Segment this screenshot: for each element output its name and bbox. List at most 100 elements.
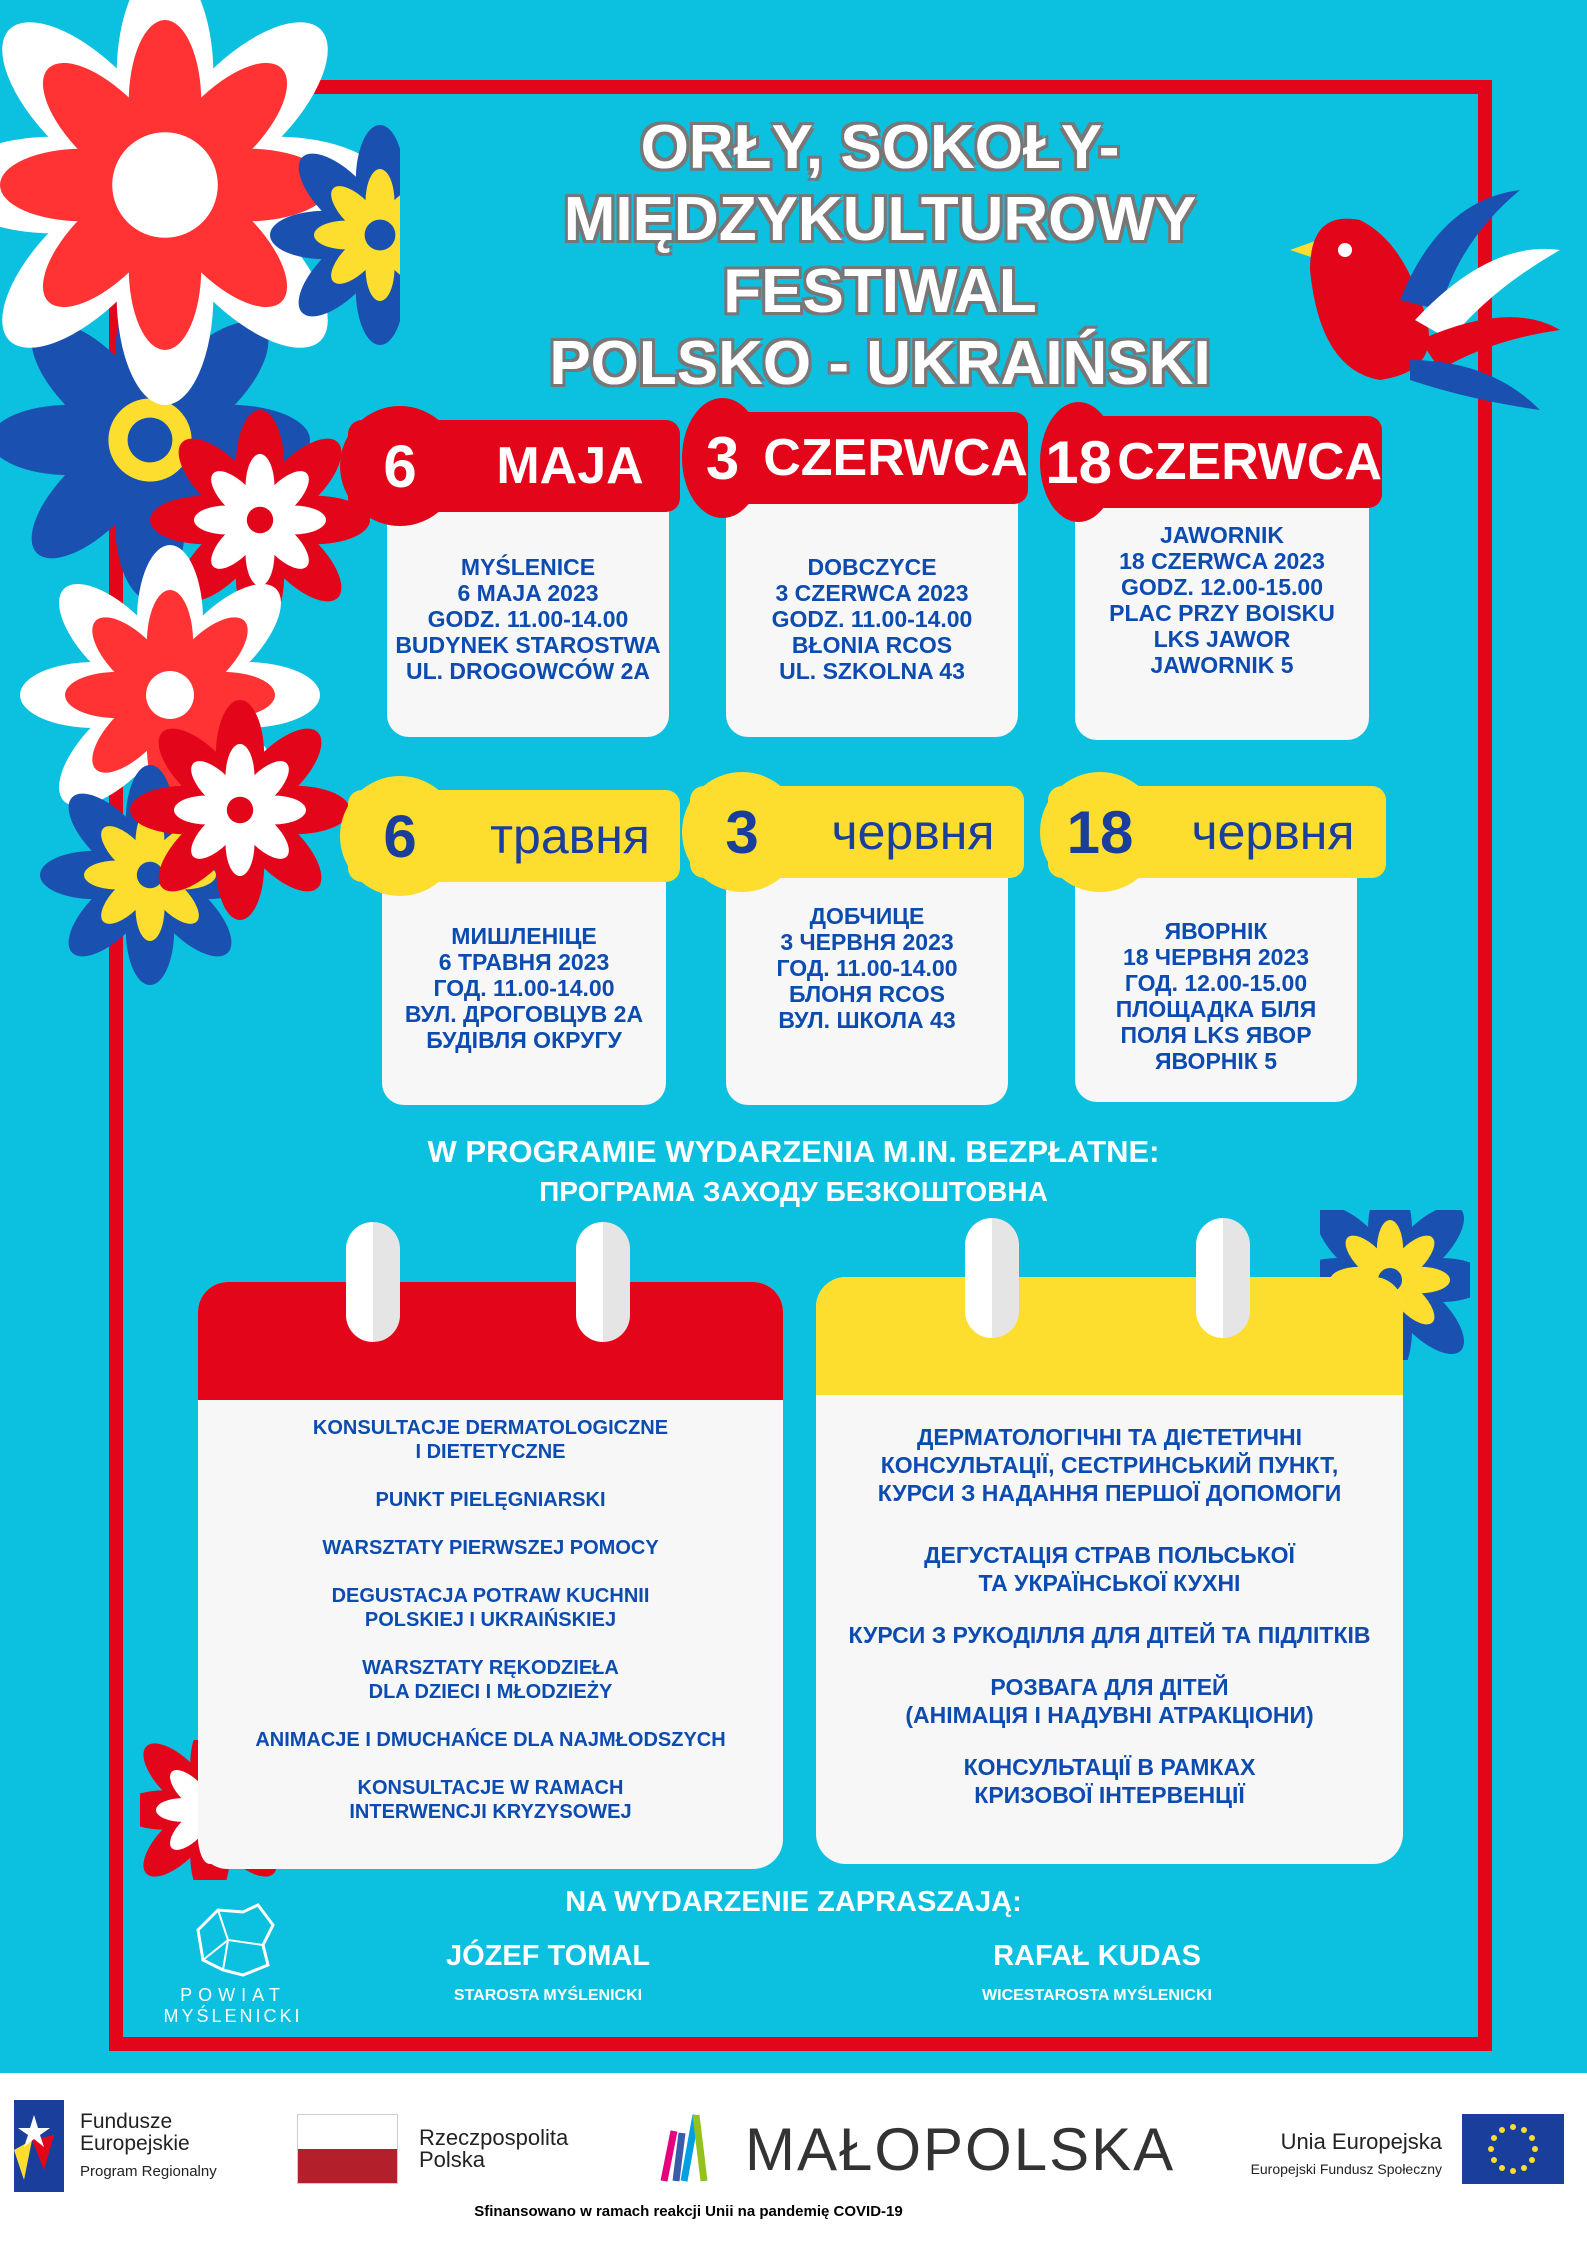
card-line: 6 ТРАВНЯ 2023 (438, 948, 610, 975)
card-line: ДОБЧИЦЕ (809, 902, 925, 929)
card-line: GODZ. 12.00-15.00 (1121, 574, 1323, 600)
program-heading-pl: W PROGRAMIE WYDARZENIA M.IN. BEZPŁATNE: (427, 1134, 1160, 1169)
text-line: Europejskie (80, 2132, 190, 2155)
text-line: КРИЗОВОЇ ІНТЕРВЕНЦІЇ (974, 1782, 1245, 1808)
badge-day: 18 (1040, 402, 1118, 522)
card-line: ГОД. 11.00-14.00 (776, 954, 958, 981)
text-line: POLSKIEJ I UKRAIŃSKIEJ (364, 1609, 617, 1631)
text-line: Program Regionalny (80, 2163, 217, 2180)
card-line: 6 MAJA 2023 (457, 579, 599, 606)
program-item: WARSZTATY PIERWSZEJ POMOCY (198, 1536, 783, 1560)
badge-day: 6 (340, 776, 460, 896)
program-item: ANIMACJE I DMUCHAŃCE DLA NAJMŁODSZYCH (198, 1728, 783, 1752)
card-line: ПЛОЩАДКА БІЛЯ (1115, 996, 1317, 1022)
card-line: GODZ. 11.00-14.00 (771, 605, 973, 632)
red-frame (109, 80, 1492, 2051)
card-line: МИШЛЕНІЦЕ (451, 922, 597, 949)
text-line: Rzeczpospolita (419, 2125, 569, 2150)
badge-month: CZERWCA (1117, 433, 1382, 491)
badge-day: 3 (682, 398, 764, 518)
logo-text: POWIAT (180, 1985, 286, 2005)
card-line: GODZ. 11.00-14.00 (427, 605, 629, 632)
text-line: КУРСИ З НАДАННЯ ПЕРШОЇ ДОПОМОГИ (877, 1480, 1342, 1506)
card-line: JAWORNIK 5 (1150, 652, 1294, 678)
card-line: БУДІВЛЯ ОКРУГУ (426, 1026, 622, 1053)
card-line: LKS JAWOR (1153, 626, 1291, 652)
badge-month: MAJA (496, 437, 644, 495)
text-line: PUNKT PIELĘGNIARSKI (375, 1489, 606, 1511)
text-line: WARSZTATY RĘKODZIEŁA (362, 1657, 619, 1679)
badge-month: травня (490, 808, 650, 864)
card-line: ГОД. 12.00-15.00 (1124, 970, 1308, 996)
inviter-name: JÓZEF TOMAL (445, 1940, 651, 1972)
card-line: UL. SZKOLNA 43 (779, 657, 965, 684)
eu-flag-icon (1462, 2114, 1564, 2184)
card-line: JAWORNIK (1160, 522, 1284, 548)
program-item: РОЗВАГА ДЛЯ ДІТЕЙ(АНІМАЦІЯ І НАДУВНІ АТР… (816, 1673, 1403, 1729)
text-line: KONSULTACJE DERMATOLOGICZNE (312, 1417, 669, 1439)
text-line: (АНІМАЦІЯ І НАДУВНІ АТРАКЦІОНИ) (905, 1702, 1314, 1728)
card-line: PLAC PRZY BOISKU (1109, 600, 1335, 626)
county-map-icon (196, 1903, 275, 1977)
malopolska-logo-icon (660, 2114, 708, 2182)
inviter-role: WICESTAROSTA MYŚLENICKI (982, 1987, 1212, 2004)
card-line: БЛОНЯ RCOS (789, 980, 945, 1007)
title-line: FESTIWAL (723, 257, 1037, 326)
polish-flag-icon (297, 2114, 398, 2184)
badge-month: червня (1191, 804, 1355, 860)
text-line: INTERWENCJI KRYZYSOWEJ (349, 1801, 632, 1823)
text-line: КОНСУЛЬТАЦІЇ, СЕСТРИНСЬКИЙ ПУНКТ, (880, 1452, 1339, 1478)
text-line: ДЕГУСТАЦІЯ СТРАВ ПОЛЬСЬКОЇ (924, 1542, 1295, 1568)
card-line: ПОЛЯ LKS ЯВОР (1120, 1022, 1312, 1048)
text-line: ТА УКРАЇНСЬКОЇ КУХНІ (978, 1570, 1241, 1596)
inviter: RAFAŁ KUDAS WICESTAROSTA MYŚLENICKI (947, 1940, 1247, 2005)
text-line: Europejski Fundusz Społeczny (1250, 2161, 1442, 2177)
card-line: DOBCZYCE (807, 553, 937, 580)
title-line: ORŁY, SOKOŁY- (640, 113, 1120, 182)
calendar-ring (346, 1222, 400, 1342)
card-line: UL. DROGOWCÓW 2A (405, 657, 651, 684)
card-line: 18 ЧЕРВНЯ 2023 (1122, 944, 1310, 970)
page-title: ORŁY, SOKOŁY- MIĘDZYKULTUROWY FESTIWAL P… (400, 112, 1360, 400)
funding-note: Sfinansowano w ramach reakcji Unii na pa… (474, 2203, 903, 2220)
program-item: PUNKT PIELĘGNIARSKI (198, 1488, 783, 1512)
logo-text: MYŚLENICKI (163, 2006, 303, 2026)
text-line: DEGUSTACJA POTRAW KUCHNII (331, 1585, 650, 1607)
badge-day: 6 (340, 406, 460, 526)
text-line: I DIETETYCZNE (415, 1441, 566, 1463)
calendar-header (198, 1282, 783, 1400)
invite-heading: NA WYDARZENIE ZAPRASZAJĄ: (565, 1886, 1022, 1918)
text-line: КУРСИ З РУКОДІЛЛЯ ДЛЯ ДІТЕЙ ТА ПІДЛІТКІВ (848, 1622, 1371, 1648)
card-line: 18 CZERWCA 2023 (1119, 548, 1325, 574)
date-badge-ua: 6 травня (340, 776, 680, 896)
text-line: Polska (419, 2147, 486, 2172)
calendar-ring (1196, 1218, 1250, 1338)
badge-month: CZERWCA (763, 429, 1028, 487)
badge-day: 3 (682, 772, 802, 892)
card-line: BŁONIA RCOS (791, 631, 953, 658)
bird-icon (1290, 190, 1560, 410)
badge-day: 18 (1040, 772, 1160, 892)
text-line: DLA DZIECI I MŁODZIEŻY (368, 1681, 613, 1703)
text-line: РОЗВАГА ДЛЯ ДІТЕЙ (990, 1674, 1229, 1700)
inviter-name: RAFAŁ KUDAS (993, 1940, 1201, 1972)
date-badge-ua: 18 червня (1040, 772, 1386, 892)
